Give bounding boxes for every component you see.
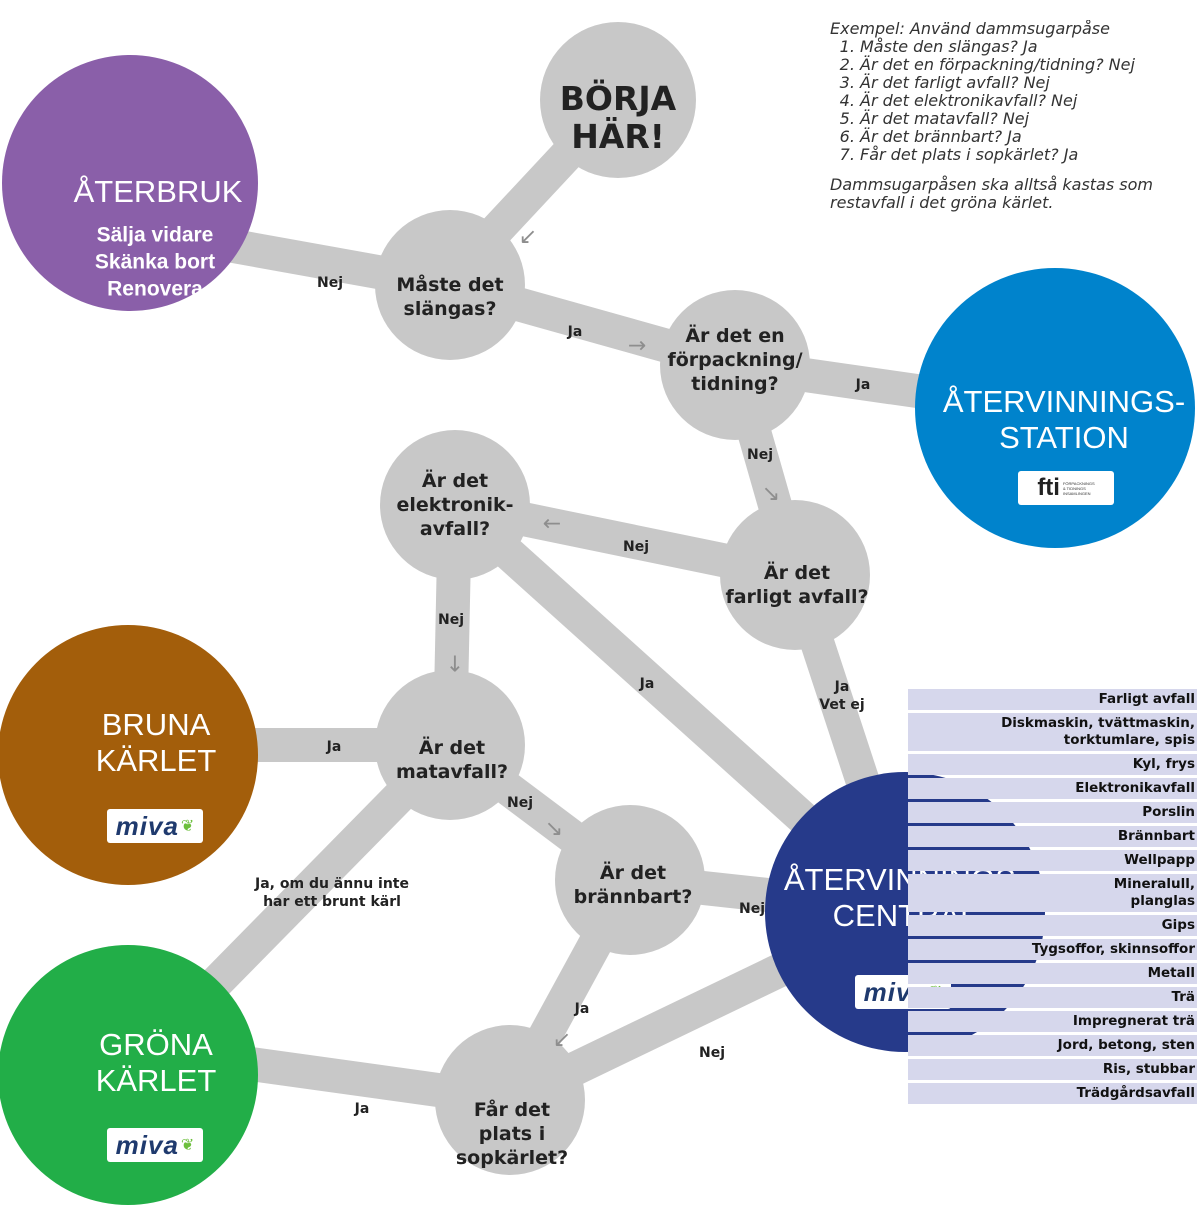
- start-label: BÖRJA HÄR!: [559, 79, 677, 156]
- example-text: Exempel: Använd dammsugarpåse Måste den …: [830, 20, 1197, 212]
- edge-label-farligt-ja: Ja Vet ej: [819, 679, 865, 713]
- arrow-down-left-icon: ↙: [552, 1027, 572, 1053]
- aterbruk-title: ÅTERBRUK: [73, 174, 243, 209]
- example-step: Är det brännbart? Ja: [860, 128, 1197, 146]
- question-brannbart: Är det brännbart?: [573, 862, 693, 908]
- question-elektronik: Är det elektronik- avfall?: [396, 470, 514, 540]
- list-item: Impregnerat trä: [908, 1011, 1197, 1032]
- edge-label-forpackning-ja: Ja: [855, 377, 871, 393]
- node-station: [915, 268, 1195, 548]
- node-sopkarlet: [435, 1025, 585, 1175]
- leaf-icon: ❦: [180, 818, 195, 835]
- grona-title: GRÖNA KÄRLET: [95, 1027, 217, 1098]
- edge-label-brannbart-nej: Nej: [738, 901, 766, 917]
- fti-logo: fti FÖRPACKNINGS & TIDNINGS INSAMLINGEN: [1018, 471, 1114, 505]
- list-item: Elektronikavfall: [908, 778, 1197, 799]
- edge-label-matavfall-grona: Ja, om du ännu inte har ett brunt kärl: [255, 876, 409, 910]
- arrow-left-icon: ←: [542, 511, 562, 537]
- miva-logo-text: miva: [115, 1129, 179, 1160]
- list-item: Ris, stubbar: [908, 1059, 1197, 1080]
- edge-label-elektronik-nej: Nej: [437, 612, 465, 628]
- edge-label-forpackning-nej: Nej: [746, 447, 774, 463]
- question-farligt: Är det farligt avfall?: [725, 562, 869, 608]
- example-title: Exempel: Använd dammsugarpåse: [830, 20, 1110, 38]
- list-item: Mineralull, planglas: [908, 874, 1197, 912]
- edge-label-brannbart-ja: Ja: [574, 1001, 590, 1017]
- miva-logo: miva❦: [107, 809, 203, 843]
- list-item: Trä: [908, 987, 1197, 1008]
- miva-logo-text: miva: [115, 810, 179, 841]
- question-slangas: Måste det slängas?: [396, 274, 504, 320]
- example-conclusion: Dammsugarpåsen ska alltså kastas som res…: [830, 175, 1153, 212]
- edge-label-matavfall-ja: Ja: [326, 739, 342, 755]
- arrow-down-icon: ↓: [445, 652, 465, 678]
- list-item: Porslin: [908, 802, 1197, 823]
- arrow-right-icon: →: [627, 333, 647, 359]
- example-step: Är det en förpackning/tidning? Nej: [860, 56, 1197, 74]
- arrow-down-right-icon: ↘: [544, 816, 564, 842]
- example-step: Får det plats i sopkärlet? Ja: [860, 146, 1197, 164]
- fti-logo-text: FÖRPACKNINGS & TIDNINGS INSAMLINGEN: [1062, 480, 1095, 496]
- example-step: Är det matavfall? Nej: [860, 110, 1197, 128]
- edge-label-slangas-ja: Ja: [567, 324, 583, 340]
- node-farligt: [720, 500, 870, 650]
- list-item: Trädgårdsavfall: [908, 1083, 1197, 1104]
- example-step: Är det elektronikavfall? Nej: [860, 92, 1197, 110]
- example-step: Är det farligt avfall? Nej: [860, 74, 1197, 92]
- central-item-list: Farligt avfall Diskmaskin, tvättmaskin, …: [908, 689, 1197, 1107]
- list-item: Metall: [908, 963, 1197, 984]
- edge-label-matavfall-nej: Nej: [506, 795, 534, 811]
- start-node: [540, 22, 696, 178]
- question-matavfall: Är det matavfall?: [395, 737, 509, 783]
- list-item: Farligt avfall: [908, 689, 1197, 710]
- list-item: Tygsoffor, skinnsoffor: [908, 939, 1197, 960]
- example-step: Måste den slängas? Ja: [860, 38, 1197, 56]
- example-steps: Måste den slängas? Ja Är det en förpackn…: [830, 38, 1197, 164]
- fti-logo-mark: fti: [1037, 474, 1060, 501]
- question-forpackning: Är det en förpackning/ tidning?: [667, 325, 803, 395]
- edge-label-sopkarlet-nej: Nej: [698, 1045, 726, 1061]
- list-item: Wellpapp: [908, 850, 1197, 871]
- node-elektronik: [380, 430, 530, 580]
- node-brannbart: [555, 805, 705, 955]
- question-sopkarlet: Får det plats i sopkärlet?: [455, 1099, 569, 1169]
- arrow-down-left-icon: ↙: [518, 224, 538, 250]
- list-item: Diskmaskin, tvättmaskin, torktumlare, sp…: [908, 713, 1197, 751]
- node-forpackning: [660, 290, 810, 440]
- node-slangas: [375, 210, 525, 360]
- bruna-title: BRUNA KÄRLET: [95, 707, 217, 778]
- node-aterbruk: [2, 55, 258, 311]
- list-item: Kyl, frys: [908, 754, 1197, 775]
- aterbruk-subtitle: Sälja vidare Skänka bort Renovera: [94, 223, 216, 301]
- leaf-icon: ❦: [180, 1137, 195, 1154]
- edge-label-slangas-nej: Nej: [316, 275, 344, 291]
- edge-label-elektronik-ja: Ja: [639, 676, 655, 692]
- list-item: Gips: [908, 915, 1197, 936]
- arrow-down-right-icon: ↘: [761, 481, 781, 507]
- miva-logo: miva❦: [107, 1128, 203, 1162]
- list-item: Jord, betong, sten: [908, 1035, 1197, 1056]
- list-item: Brännbart: [908, 826, 1197, 847]
- station-title: ÅTERVINNINGS- STATION: [942, 384, 1186, 455]
- edge-label-farligt-nej: Nej: [622, 539, 650, 555]
- edge-label-sopkarlet-ja: Ja: [354, 1101, 370, 1117]
- node-matavfall: [375, 670, 525, 820]
